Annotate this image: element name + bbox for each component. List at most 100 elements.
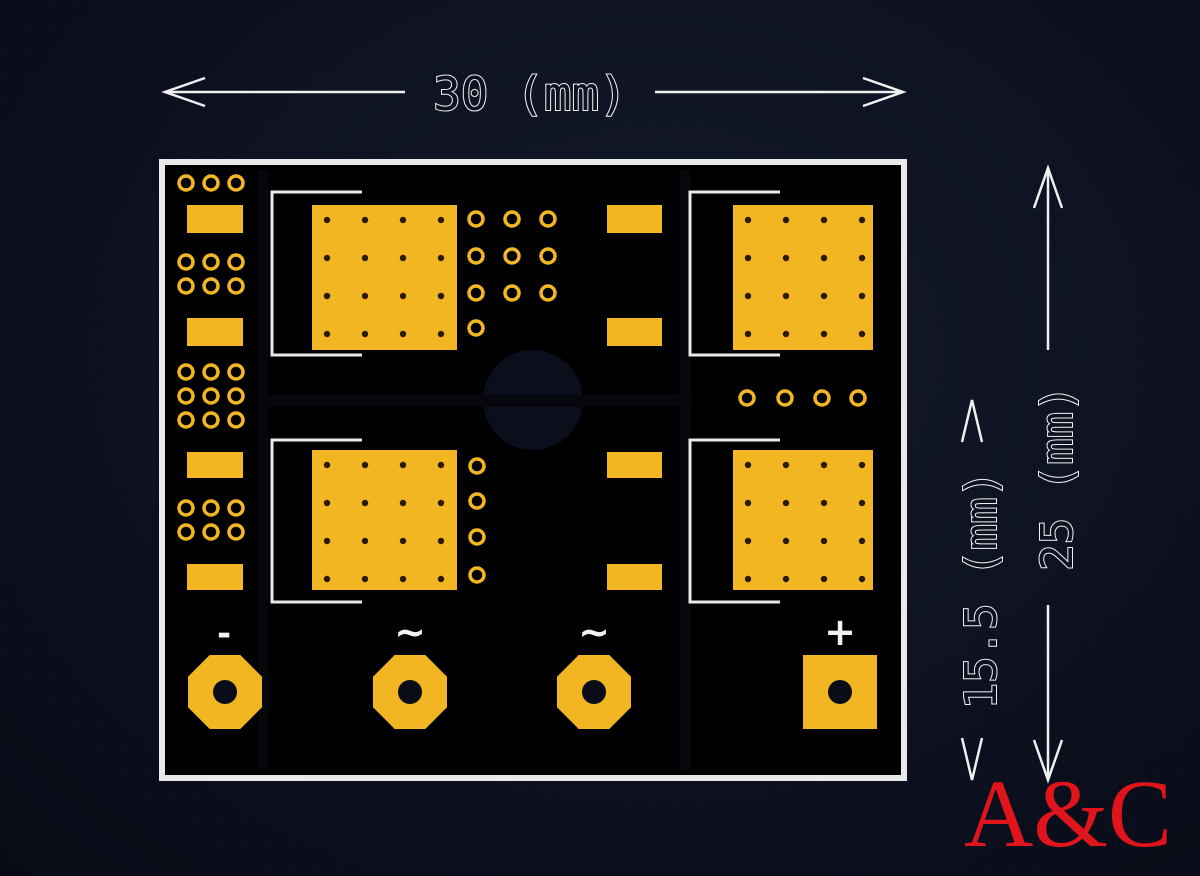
pad-via: [820, 330, 828, 338]
mid-height-dimension-label: 15.5 (mm): [956, 471, 1007, 709]
via-ring: [227, 277, 245, 295]
width-dimension-label: 30 (mm): [433, 67, 627, 121]
smd-pad-5: [607, 205, 662, 233]
via-ring: [468, 457, 486, 475]
via-ring: [202, 411, 220, 429]
pour-channel-right: [680, 170, 690, 770]
via-ring: [177, 523, 195, 541]
pad-via: [782, 292, 790, 300]
pad-via: [744, 216, 752, 224]
pad-via: [744, 254, 752, 262]
pad-via: [858, 461, 866, 469]
via-ring: [177, 499, 195, 517]
pad-via: [744, 499, 752, 507]
via-ring: [503, 247, 521, 265]
pad-via: [858, 330, 866, 338]
silkscreen-outlines: [270, 190, 780, 604]
smd-pad-4: [187, 564, 243, 590]
pad-via: [858, 216, 866, 224]
diode-pad-bottom-left: [312, 450, 457, 590]
pad-via: [858, 254, 866, 262]
via-ring: [202, 174, 220, 192]
via-ring: [227, 411, 245, 429]
pad-via: [858, 292, 866, 300]
via-ring: [202, 523, 220, 541]
terminal-label-positive: +: [824, 610, 856, 654]
pad-via: [858, 537, 866, 545]
via-ring: [539, 284, 557, 302]
via-ring: [467, 319, 485, 337]
pad-via: [399, 292, 407, 300]
pad-via: [361, 537, 369, 545]
smd-pad-3: [187, 452, 243, 478]
copper-layer: [177, 174, 877, 729]
via-ring: [227, 387, 245, 405]
pad-via: [361, 461, 369, 469]
pad-via: [323, 575, 331, 583]
smd-pad-6: [607, 318, 662, 346]
pad-via: [399, 216, 407, 224]
diode-outline-top-left: [270, 190, 362, 357]
via-ring: [467, 284, 485, 302]
terminal-hole-1: [213, 680, 237, 704]
via-ring: [849, 389, 867, 407]
pad-via: [399, 575, 407, 583]
via-ring: [539, 210, 557, 228]
pad-via: [858, 499, 866, 507]
pad-via: [744, 292, 752, 300]
terminal-hole-2: [398, 680, 422, 704]
pad-via: [361, 499, 369, 507]
pad-via: [361, 216, 369, 224]
pad-via: [361, 292, 369, 300]
smd-pad-8: [607, 564, 662, 590]
via-ring: [467, 210, 485, 228]
pad-via: [399, 499, 407, 507]
pad-via: [437, 216, 445, 224]
diode-outline-top-right: [688, 190, 780, 357]
pad-via: [323, 537, 331, 545]
diode-outline-bottom-left: [270, 438, 362, 604]
pad-via: [399, 330, 407, 338]
pad-via: [820, 254, 828, 262]
via-ring: [202, 499, 220, 517]
smd-pad-7: [607, 452, 662, 478]
pad-via: [782, 537, 790, 545]
pour-channel-left: [258, 170, 268, 770]
via-ring: [776, 389, 794, 407]
via-ring: [227, 253, 245, 271]
pad-via: [323, 461, 331, 469]
height-dimension: 25 (mm): [1031, 164, 1084, 784]
width-dimension: 30 (mm): [161, 66, 907, 122]
diode-outline-bottom-right: [688, 438, 780, 604]
via-ring: [227, 363, 245, 381]
pad-via: [437, 292, 445, 300]
via-ring: [503, 210, 521, 228]
pad-via: [437, 537, 445, 545]
terminal-hole-3: [582, 680, 606, 704]
terminal-label-ac-2: ~: [578, 610, 610, 654]
pad-via: [744, 575, 752, 583]
pad-via: [437, 254, 445, 262]
via-ring: [177, 363, 195, 381]
pad-via: [820, 216, 828, 224]
mid-height-arrow-bottom-icon: [960, 737, 984, 781]
via-ring: [738, 389, 756, 407]
pad-via: [782, 461, 790, 469]
pad-via: [782, 499, 790, 507]
pad-via: [782, 254, 790, 262]
via-ring: [177, 387, 195, 405]
diode-pad-top-right: [733, 205, 873, 350]
via-ring: [177, 253, 195, 271]
via-ring: [202, 253, 220, 271]
terminal-labels: - ~ ~ +: [217, 610, 856, 654]
mid-height-dimension: 15.5 (mm): [955, 399, 1008, 781]
brand-logo: A&C: [964, 760, 1172, 867]
pad-via: [399, 537, 407, 545]
via-ring: [202, 277, 220, 295]
pad-via: [820, 292, 828, 300]
pad-via: [782, 575, 790, 583]
pad-via: [744, 461, 752, 469]
via-ring: [813, 389, 831, 407]
pad-via: [323, 254, 331, 262]
